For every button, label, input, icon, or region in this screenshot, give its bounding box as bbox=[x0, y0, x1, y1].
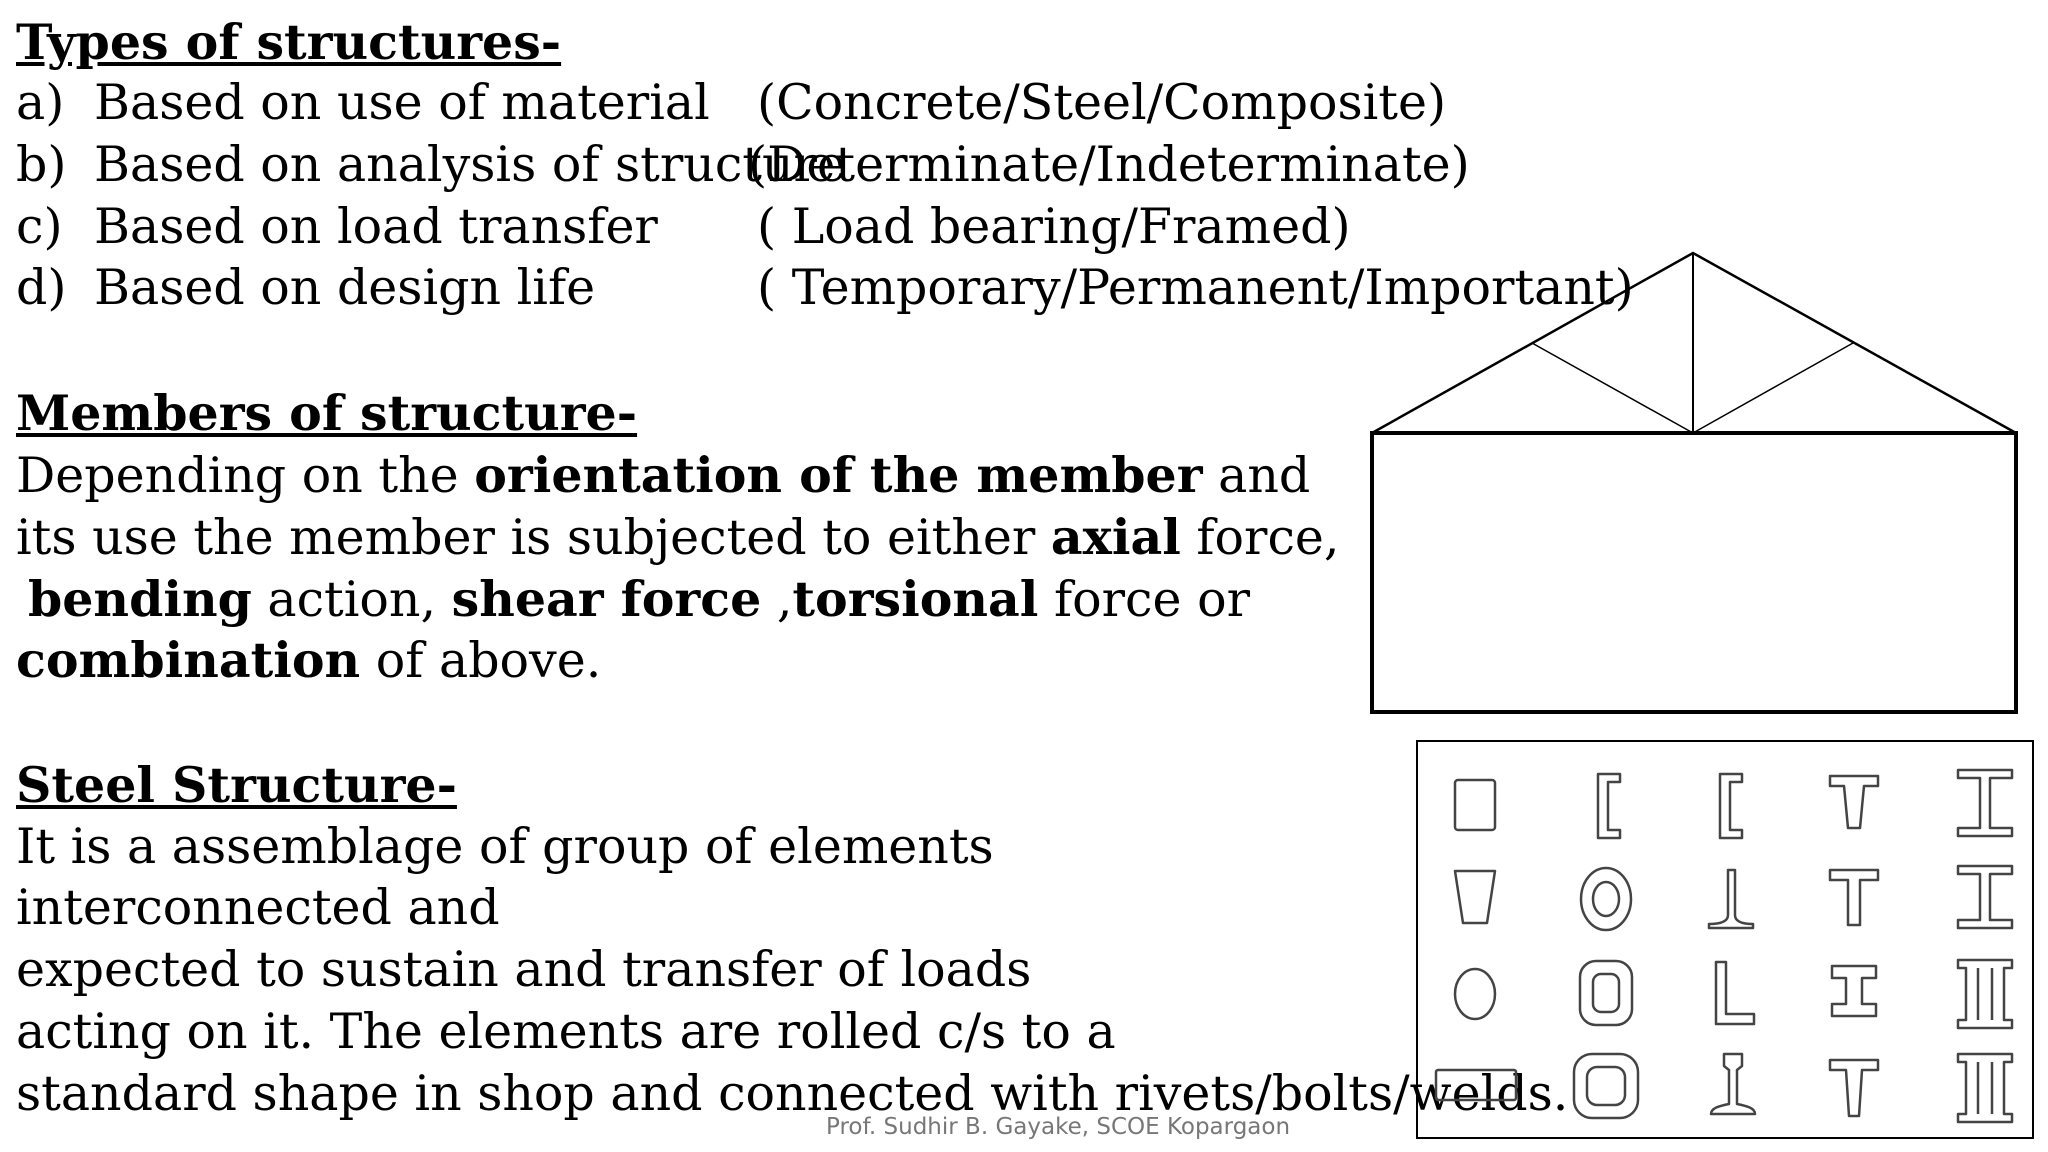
types-options: (Concrete/Steel/Composite) bbox=[757, 74, 1447, 131]
steel-heading: Steel Structure- bbox=[16, 756, 457, 814]
rect-hollow-section-icon bbox=[1578, 959, 1634, 1027]
members-line-3: bending action, shear force ,torsional f… bbox=[28, 570, 1250, 628]
steel-line: It is a assemblage of group of elements bbox=[16, 818, 994, 875]
types-options: ( Temporary/Permanent/Important) bbox=[757, 259, 1634, 316]
i-beam-section-icon bbox=[1956, 768, 2014, 838]
double-i-section-icon bbox=[1956, 1052, 2014, 1124]
angle-section-icon bbox=[1714, 960, 1756, 1026]
tee-section-icon bbox=[1828, 868, 1880, 927]
i-beam-section-icon bbox=[1956, 864, 2014, 930]
types-label: Based on use of material bbox=[94, 74, 710, 131]
rect-hollow-section-icon bbox=[1572, 1052, 1640, 1120]
steel-line: expected to sustain and transfer of load… bbox=[16, 941, 1032, 998]
square-tube-section-icon bbox=[1453, 778, 1497, 832]
round-bar-section-icon bbox=[1453, 967, 1497, 1021]
members-line-4: combination of above. bbox=[16, 631, 602, 689]
members-line-2: its use the member is subjected to eithe… bbox=[16, 508, 1340, 566]
types-marker: c) bbox=[16, 198, 63, 255]
types-options: (Determinate/Indeterminate) bbox=[748, 136, 1470, 193]
channel-section-icon bbox=[1596, 772, 1622, 840]
tapered-section-icon bbox=[1453, 869, 1497, 925]
i-section-icon bbox=[1830, 964, 1878, 1018]
tee-section-icon bbox=[1828, 774, 1880, 830]
double-i-section-icon bbox=[1956, 958, 2014, 1030]
footer-credit: Prof. Sudhir B. Gayake, SCOE Kopargaon bbox=[826, 1114, 1291, 1140]
types-label: Based on design life bbox=[94, 259, 596, 316]
types-label: Based on load transfer bbox=[94, 198, 658, 255]
steel-line: interconnected and bbox=[16, 879, 500, 936]
circular-hollow-section-icon bbox=[1579, 866, 1633, 932]
members-heading: Members of structure- bbox=[16, 384, 638, 442]
members-line-1: Depending on the orientation of the memb… bbox=[16, 446, 1311, 504]
bulb-tee-section-icon bbox=[1707, 868, 1755, 930]
steel-line: acting on it. The elements are rolled c/… bbox=[16, 1003, 1116, 1060]
types-options: ( Load bearing/Framed) bbox=[757, 198, 1351, 255]
tee-section-icon bbox=[1828, 1058, 1880, 1118]
rail-section-icon bbox=[1709, 1052, 1757, 1116]
types-marker: d) bbox=[16, 259, 67, 316]
types-marker: a) bbox=[16, 74, 65, 131]
channel-section-icon bbox=[1718, 772, 1744, 840]
types-heading: Types of structures- bbox=[16, 13, 562, 71]
steel-line: standard shape in shop and connected wit… bbox=[16, 1065, 1569, 1122]
types-label: Based on analysis of structure bbox=[94, 136, 846, 193]
types-marker: b) bbox=[16, 136, 67, 193]
